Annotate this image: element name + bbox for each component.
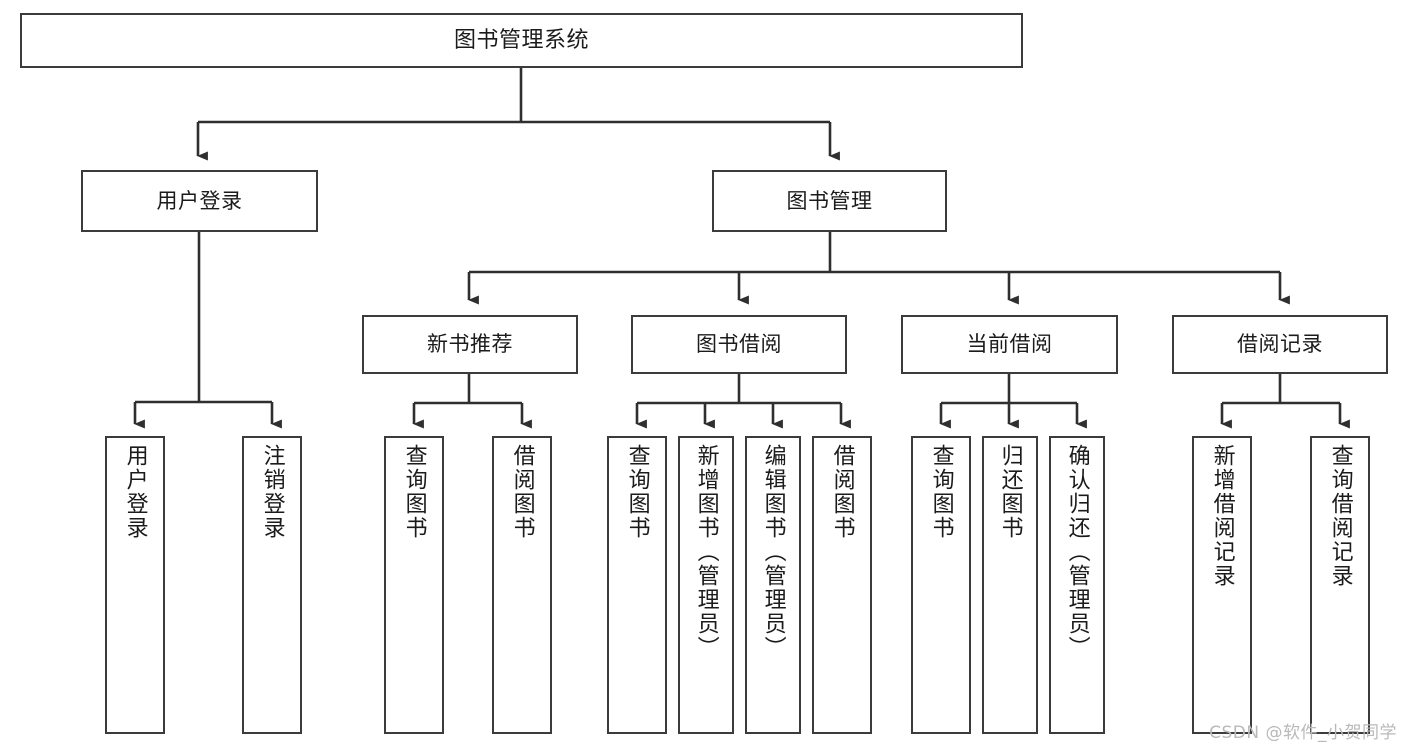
node-leaf-borrow-book-recommendation[interactable]: 借阅图书 xyxy=(492,436,552,734)
node-label: 用户登录 xyxy=(122,444,148,540)
node-label: 图书借阅 xyxy=(696,332,782,357)
node-borrowing-record[interactable]: 借阅记录 xyxy=(1172,315,1388,374)
node-label: 新增图书（管理员） xyxy=(693,444,719,660)
node-book-management[interactable]: 图书管理 xyxy=(712,170,947,232)
node-label: 编辑图书（管理员） xyxy=(760,444,786,660)
node-leaf-user-login[interactable]: 用户登录 xyxy=(105,436,165,734)
node-label: 借阅图书 xyxy=(509,444,535,540)
node-user-login[interactable]: 用户登录 xyxy=(81,170,318,232)
node-label: 图书管理 xyxy=(786,188,873,213)
node-leaf-confirm-return-admin[interactable]: 确认归还（管理员） xyxy=(1049,436,1105,734)
node-label: 确认归还（管理员） xyxy=(1064,444,1090,660)
node-label: 查询图书 xyxy=(401,444,427,540)
node-leaf-query-borrowing-record[interactable]: 查询借阅记录 xyxy=(1310,436,1370,734)
node-label: 借阅记录 xyxy=(1237,332,1323,357)
node-label: 归还图书 xyxy=(997,444,1023,540)
node-leaf-add-book-admin[interactable]: 新增图书（管理员） xyxy=(678,436,734,734)
node-leaf-borrow-book-borrowing[interactable]: 借阅图书 xyxy=(812,436,872,734)
node-current-borrowing[interactable]: 当前借阅 xyxy=(901,315,1118,374)
node-new-book-recommendation[interactable]: 新书推荐 xyxy=(362,315,578,374)
node-leaf-query-book-borrowing[interactable]: 查询图书 xyxy=(607,436,667,734)
node-label: 用户登录 xyxy=(156,188,243,213)
node-leaf-return-book[interactable]: 归还图书 xyxy=(982,436,1038,734)
node-book-borrowing[interactable]: 图书借阅 xyxy=(631,315,847,374)
node-leaf-add-borrowing-record[interactable]: 新增借阅记录 xyxy=(1192,436,1252,734)
node-label: 借阅图书 xyxy=(829,444,855,540)
node-root-book-management-system[interactable]: 图书管理系统 xyxy=(20,13,1023,68)
node-leaf-logout-login[interactable]: 注销登录 xyxy=(242,436,302,734)
node-label: 查询图书 xyxy=(928,444,954,540)
node-label: 新增借阅记录 xyxy=(1209,444,1235,588)
node-label: 图书管理系统 xyxy=(453,27,589,53)
node-label: 新书推荐 xyxy=(427,332,513,357)
node-label: 当前借阅 xyxy=(966,332,1053,357)
node-leaf-query-book-recommendation[interactable]: 查询图书 xyxy=(384,436,444,734)
node-label: 注销登录 xyxy=(259,444,285,540)
node-label: 查询图书 xyxy=(624,444,650,540)
node-label: 查询借阅记录 xyxy=(1327,444,1353,588)
node-leaf-query-book-current[interactable]: 查询图书 xyxy=(911,436,971,734)
csdn-watermark: CSDN @软件_小贺同学 xyxy=(1209,723,1397,743)
node-leaf-edit-book-admin[interactable]: 编辑图书（管理员） xyxy=(745,436,801,734)
